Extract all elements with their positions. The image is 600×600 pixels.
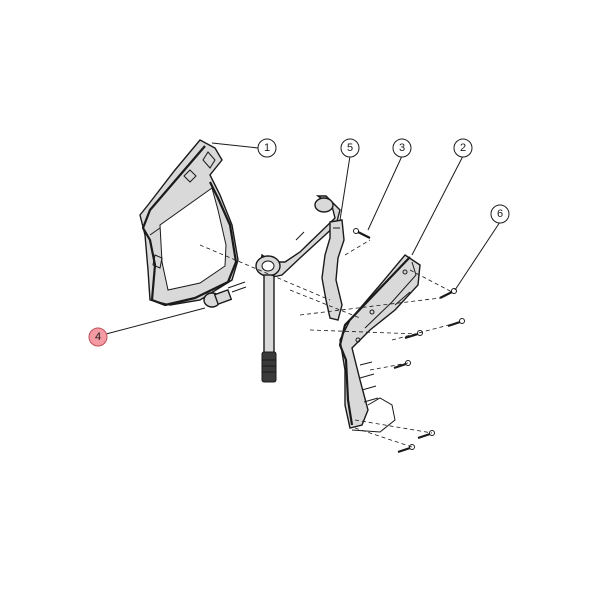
valve-tube-assembly	[255, 195, 341, 383]
callout-5-label: 5	[347, 142, 353, 154]
callout-5-circle	[340, 138, 360, 158]
callout-3: 3	[392, 138, 412, 158]
part-3-pin	[353, 228, 371, 239]
callout-1-circle	[257, 138, 277, 158]
part-1-left-handle-shell	[139, 139, 239, 307]
callout-3-label: 3	[399, 142, 405, 154]
callout-1-label: 1	[264, 142, 270, 154]
screws	[393, 288, 465, 454]
callout-2: 2	[453, 138, 473, 158]
part-2-right-handle-shell	[338, 254, 421, 433]
callout-6-label: 6	[497, 208, 503, 220]
callout-3-circle	[392, 138, 412, 158]
callout-2-circle	[453, 138, 473, 158]
callout-6-circle	[490, 204, 510, 224]
leader-lines	[105, 142, 501, 335]
callout-4[interactable]: 4	[88, 327, 108, 347]
callout-2-label: 2	[460, 142, 466, 154]
callout-5: 5	[340, 138, 360, 158]
part-4-insert	[203, 281, 247, 308]
callout-4-label: 4	[95, 331, 101, 343]
assembly-guide-lines	[199, 239, 461, 448]
part-5-trigger	[321, 219, 345, 321]
callout-6: 6	[490, 204, 510, 224]
callout-4-circle-highlighted[interactable]	[88, 327, 108, 347]
callout-1: 1	[257, 138, 277, 158]
